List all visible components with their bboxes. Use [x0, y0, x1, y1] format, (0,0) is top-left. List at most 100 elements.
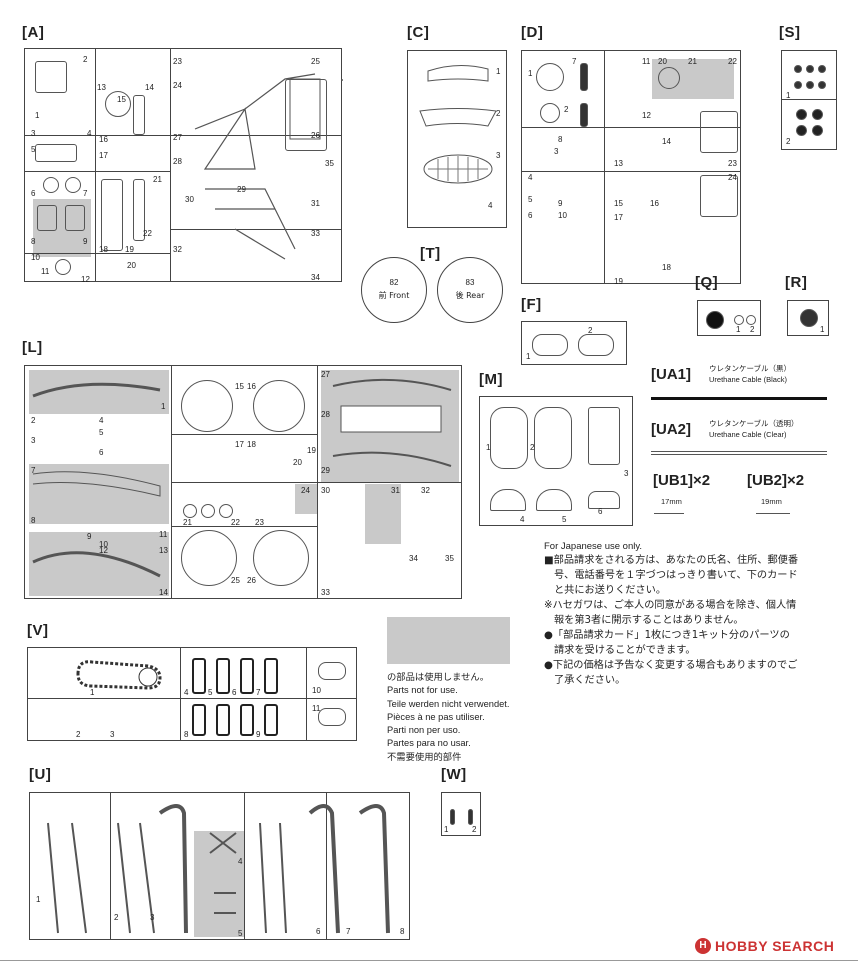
part-number: 6 — [528, 211, 533, 220]
part-number: 3 — [496, 151, 501, 160]
part-number: 27 — [321, 370, 330, 379]
sprue-v: 1 2 3 4 5 6 7 8 9 10 11 — [27, 647, 357, 741]
part-number: 4 — [238, 857, 243, 866]
part-number: 30 — [321, 486, 330, 495]
part-number: 2 — [588, 326, 593, 335]
part-number: 1 — [786, 91, 791, 100]
part-number: 16 — [650, 199, 659, 208]
part-number: 8 — [31, 516, 36, 525]
part-number: 5 — [208, 688, 213, 697]
rear-wheel-part — [253, 380, 305, 432]
notice-line: と共にお送りください。 — [554, 585, 667, 596]
part-number: 14 — [662, 137, 671, 146]
part-number: 6 — [99, 448, 104, 457]
part-number: 15 — [117, 95, 126, 104]
part-number: 2 — [472, 825, 477, 834]
not-used-swatch — [387, 617, 510, 664]
part-number: 28 — [173, 157, 182, 166]
part-number: 2 — [750, 325, 755, 334]
cable-ub1-code: [UB1]×2 — [653, 472, 711, 489]
part-number: 16 — [247, 382, 256, 391]
part-number: 19 — [614, 277, 623, 286]
ub1-pin — [654, 513, 684, 514]
part-number: 5 — [562, 515, 567, 524]
part-number: 23 — [728, 159, 737, 168]
part-number: 11 — [41, 267, 50, 276]
part-number: 14 — [145, 83, 154, 92]
part-number: 6 — [31, 189, 36, 198]
front-label: 前 Front — [378, 291, 410, 300]
part-number: 17 — [99, 151, 108, 160]
part-number: 5 — [528, 195, 533, 204]
part-number: 1 — [526, 352, 531, 361]
cable-ua2-en: Urethane Cable (Clear) — [709, 430, 787, 439]
part-number: 19 — [307, 446, 316, 455]
part-number: 13 — [159, 546, 168, 555]
part-number: 3 — [31, 436, 36, 445]
not-used-line: Teile werden nicht verwendet. — [387, 698, 510, 709]
sprue-m: 1 2 3 4 5 6 — [479, 396, 633, 526]
part-number: 7 — [572, 57, 577, 66]
part-number: 1 — [90, 688, 95, 697]
not-used-line: Pièces à ne pas utiliser. — [387, 711, 485, 722]
part-number: 25 — [231, 576, 240, 585]
part-number: 10 — [558, 211, 567, 220]
not-used-legend: の部品は使用しません。 Parts not for use. Teile wer… — [387, 671, 509, 764]
unused-part-area — [29, 532, 169, 596]
not-used-line: Parti non per uso. — [387, 725, 461, 736]
part-number: 1 — [36, 895, 41, 904]
notice-line: 請求を受けることができます。 — [554, 645, 696, 656]
sprue-f-label: [F] — [521, 296, 542, 313]
part-number: 8 — [31, 237, 36, 246]
part-number: 10 — [312, 686, 321, 695]
part-number: 6 — [316, 927, 321, 936]
part-number: 10 — [99, 540, 108, 549]
notice-line: ※ハセガワは、ご本人の同意がある場合を除き、個人情 — [544, 600, 797, 611]
not-used-line: Partes para no usar. — [387, 738, 471, 749]
sprue-r-label: [R] — [785, 274, 808, 291]
sprue-s-label: [S] — [779, 24, 801, 41]
part-number: 13 — [614, 159, 623, 168]
cable-ub1-size: 17mm — [661, 497, 682, 506]
cable-ua1-code: [UA1] — [651, 366, 691, 383]
part-number: 13 — [97, 83, 106, 92]
part-number: 7 — [346, 927, 351, 936]
part-number: 17 — [235, 440, 244, 449]
rear-wheel-part — [253, 530, 309, 586]
notice-heading: For Japanese use only. — [544, 541, 643, 552]
part-number: 18 — [99, 245, 108, 254]
part-number: 7 — [256, 688, 261, 697]
exhaust-pipe-parts — [32, 382, 161, 578]
part-number: 15 — [614, 199, 623, 208]
sprue-w-label: [W] — [441, 766, 467, 783]
sprue-w: 1 2 — [441, 792, 481, 836]
unused-part-area — [33, 199, 91, 257]
part-number: 5 — [31, 145, 36, 154]
part-number: 25 — [311, 57, 320, 66]
part-number: 35 — [325, 159, 334, 168]
part-number: 29 — [237, 185, 246, 194]
part-number: 33 — [311, 229, 320, 238]
part-number: 9 — [87, 532, 92, 541]
front-tire-decal: 82 前 Front — [361, 257, 427, 323]
part-number: 16 — [99, 135, 108, 144]
part-number: 1 — [35, 111, 40, 120]
part-number: 18 — [662, 263, 671, 272]
cable-ua2-code: [UA2] — [651, 421, 691, 438]
part-number: 31 — [311, 199, 320, 208]
muffler-parts — [332, 378, 452, 467]
part-number: 3 — [110, 730, 115, 739]
part-number: 9 — [83, 237, 88, 246]
unused-part-area — [29, 370, 169, 414]
part-number: 6 — [598, 507, 603, 516]
part-number: 33 — [321, 588, 330, 597]
part-number: 26 — [311, 131, 320, 140]
fuel-tank-half — [490, 407, 528, 469]
sprue-t-label: [T] — [420, 245, 441, 262]
cable-ub2-size: 19mm — [761, 497, 782, 506]
not-used-line: Parts not for use. — [387, 685, 458, 696]
part-number: 1 — [486, 443, 491, 452]
front-wheel-part — [181, 530, 237, 586]
part-number: 7 — [31, 466, 36, 475]
sprue-a-label: [A] — [22, 24, 45, 41]
